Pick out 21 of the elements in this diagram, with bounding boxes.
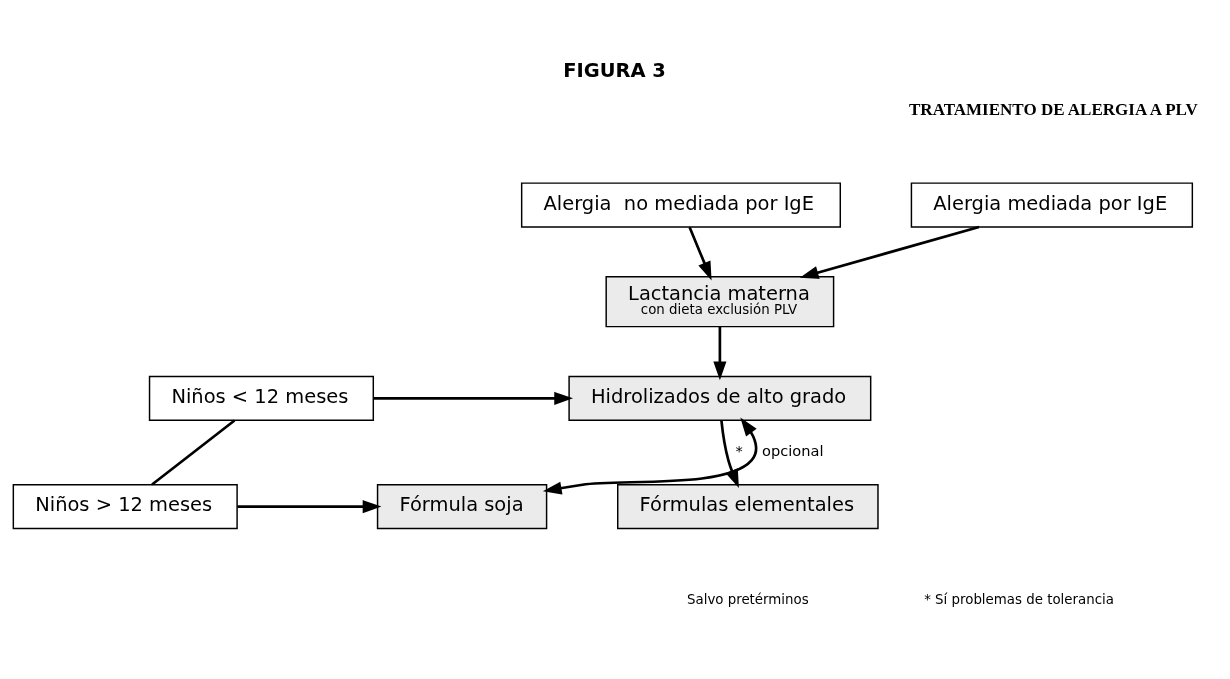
label: TRATAMIENTO DE ALERGIA A PLV — [908, 99, 1198, 119]
node-box: Alergia mediada por IgE — [910, 181, 1194, 228]
node-box: Hidrolizados de alto grado — [568, 375, 872, 421]
label: Salvo pretérminos — [687, 591, 809, 607]
node-box: Fórmula soja — [376, 483, 548, 529]
diagram-title: FIGURA 3 — [563, 58, 666, 82]
node-box: Alergia no mediada por IgE — [520, 181, 841, 228]
node-box: Lactancia materna con dieta exclusión PLV — [605, 275, 835, 327]
arrow — [373, 391, 573, 405]
connector — [151, 418, 236, 486]
arrow — [713, 326, 727, 380]
arrow — [237, 499, 382, 513]
arrow — [542, 417, 758, 495]
edge-label: * — [735, 441, 743, 459]
edge-label: opcional — [762, 441, 824, 459]
arrow — [688, 226, 712, 280]
arrow — [799, 225, 980, 279]
node-box: Niños > 12 meses — [12, 483, 238, 529]
label: * Sí problemas de tolerancia — [924, 591, 1114, 607]
node-box: Niños < 12 meses — [148, 375, 375, 421]
node-box: Fórmulas elementales — [617, 483, 879, 529]
